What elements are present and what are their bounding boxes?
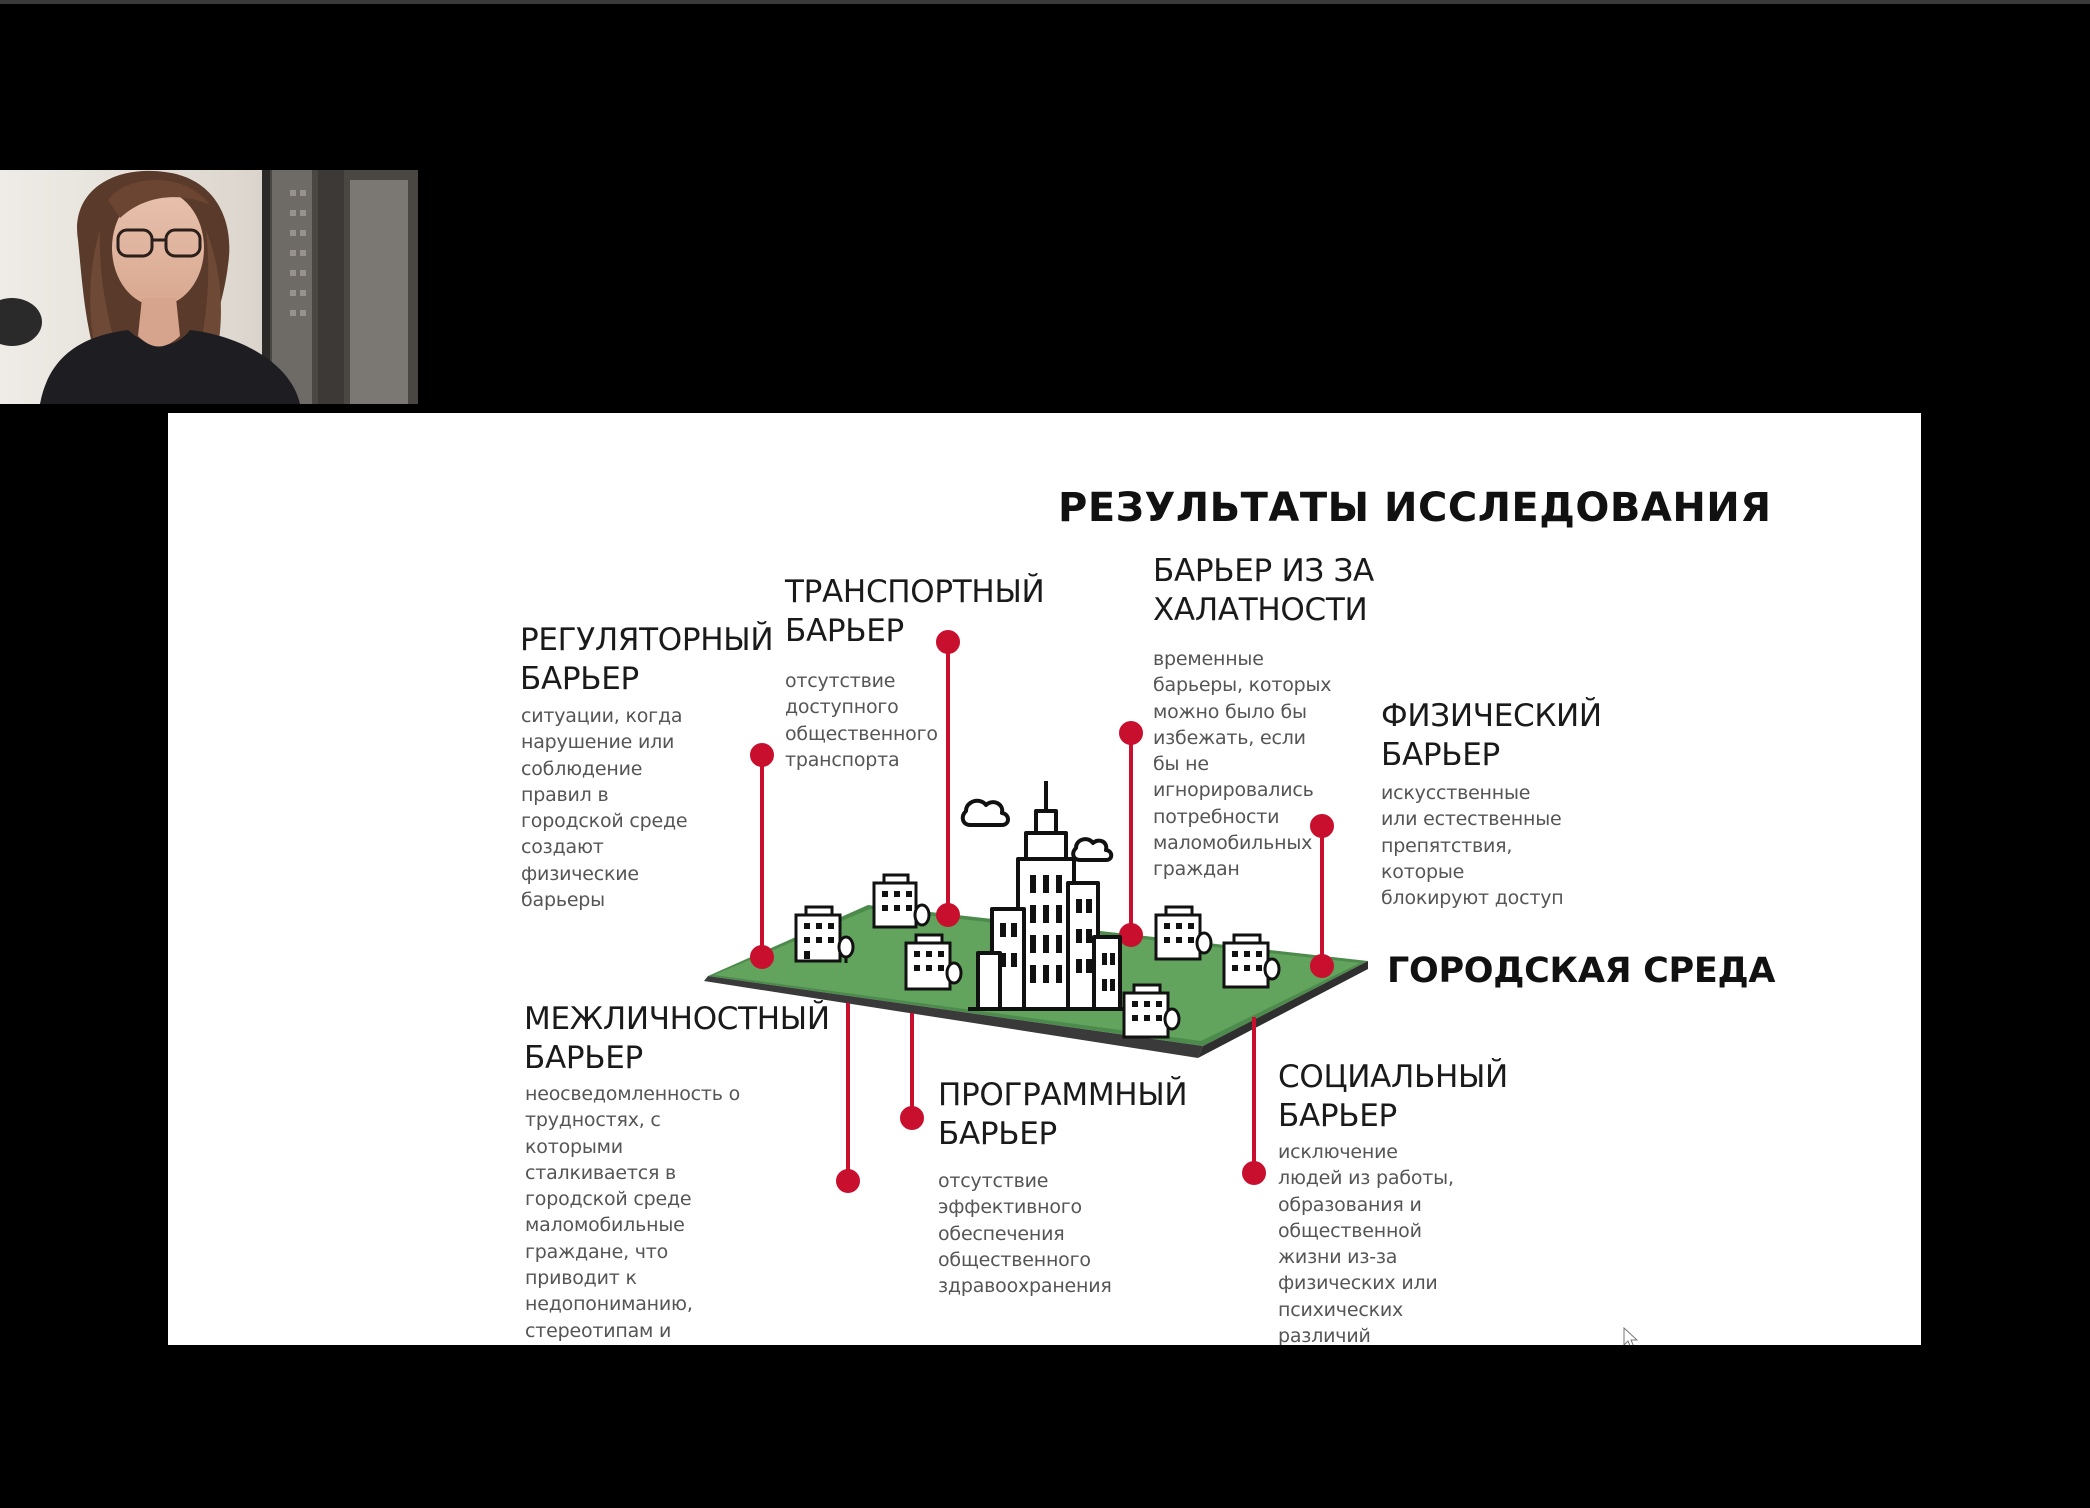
mouse-cursor-icon bbox=[1623, 1327, 1639, 1345]
social-barrier-description: исключение людей из работы, образования … bbox=[1278, 1141, 1454, 1345]
negligence-barrier-description: временные барьеры, которых можно было бы… bbox=[1153, 648, 1332, 881]
small-building-icon bbox=[904, 933, 963, 991]
small-building-icon bbox=[1122, 983, 1181, 1039]
physical-barrier-description: искусственные или естественные препятств… bbox=[1381, 782, 1564, 910]
interpersonal-barrier-description: неосведомленность о трудностях, с которы… bbox=[525, 1083, 741, 1342]
small-building-icon bbox=[1222, 933, 1281, 989]
urban-environment-label: ГОРОДСКАЯ СРЕДА bbox=[1387, 951, 1776, 991]
webcam-presenter-image bbox=[0, 170, 418, 404]
transport-barrier-title: ТРАНСПОРТНЫЙ БАРЬЕР bbox=[785, 574, 1045, 649]
cloud-icon bbox=[1071, 837, 1114, 862]
webcam-video-tile[interactable] bbox=[0, 170, 418, 404]
small-building-icon bbox=[1154, 905, 1213, 961]
physical-barrier-title: ФИЗИЧЕСКИЙ БАРЬЕР bbox=[1381, 698, 1602, 773]
cloud-icon bbox=[960, 798, 1010, 827]
program-barrier-title: ПРОГРАММНЫЙ БАРЬЕР bbox=[938, 1077, 1188, 1152]
slide-title: РЕЗУЛЬТАТЫ ИССЛЕДОВАНИЯ bbox=[1058, 485, 1772, 531]
program-barrier-description: отсутствие эффективного обеспечения обще… bbox=[938, 1170, 1112, 1298]
physical-pin-top bbox=[1310, 814, 1334, 838]
transport-pin-top bbox=[936, 630, 960, 654]
interpersonal-barrier-title: МЕЖЛИЧНОСТНЫЙ БАРЬЕР bbox=[524, 1001, 830, 1076]
social-pin bbox=[1242, 1161, 1266, 1185]
skyscraper-city-icon bbox=[960, 781, 1130, 1011]
program-pin bbox=[900, 1106, 924, 1130]
social-barrier-title: СОЦИАЛЬНЫЙ БАРЬЕР bbox=[1278, 1059, 1508, 1134]
barriers-diagram bbox=[704, 630, 1368, 1193]
regulatory-pin-bottom bbox=[750, 945, 774, 969]
small-building-icon bbox=[794, 905, 855, 963]
negligence-barrier-title: БАРЬЕР ИЗ ЗА ХАЛАТНОСТИ bbox=[1153, 553, 1374, 628]
barrier-pins bbox=[750, 630, 1334, 1193]
small-building-icon bbox=[872, 873, 931, 929]
regulatory-pin-top bbox=[750, 743, 774, 767]
negligence-pin-top bbox=[1119, 721, 1143, 745]
interpersonal-pin bbox=[836, 1169, 860, 1193]
transport-barrier-description: отсутствие доступного общественного тран… bbox=[785, 670, 938, 771]
presentation-slide: РЕЗУЛЬТАТЫ ИССЛЕДОВАНИЯ РЕГУЛЯТОРНЫЙ БАР… bbox=[168, 413, 1921, 1345]
regulatory-barrier-description: ситуации, когда нарушение или соблюдение… bbox=[521, 705, 688, 912]
negligence-pin-bottom bbox=[1119, 923, 1143, 947]
regulatory-barrier-title: РЕГУЛЯТОРНЫЙ БАРЬЕР bbox=[520, 622, 774, 697]
top-border bbox=[0, 0, 2090, 4]
transport-pin-bottom bbox=[936, 903, 960, 927]
physical-pin-bottom bbox=[1310, 954, 1334, 978]
